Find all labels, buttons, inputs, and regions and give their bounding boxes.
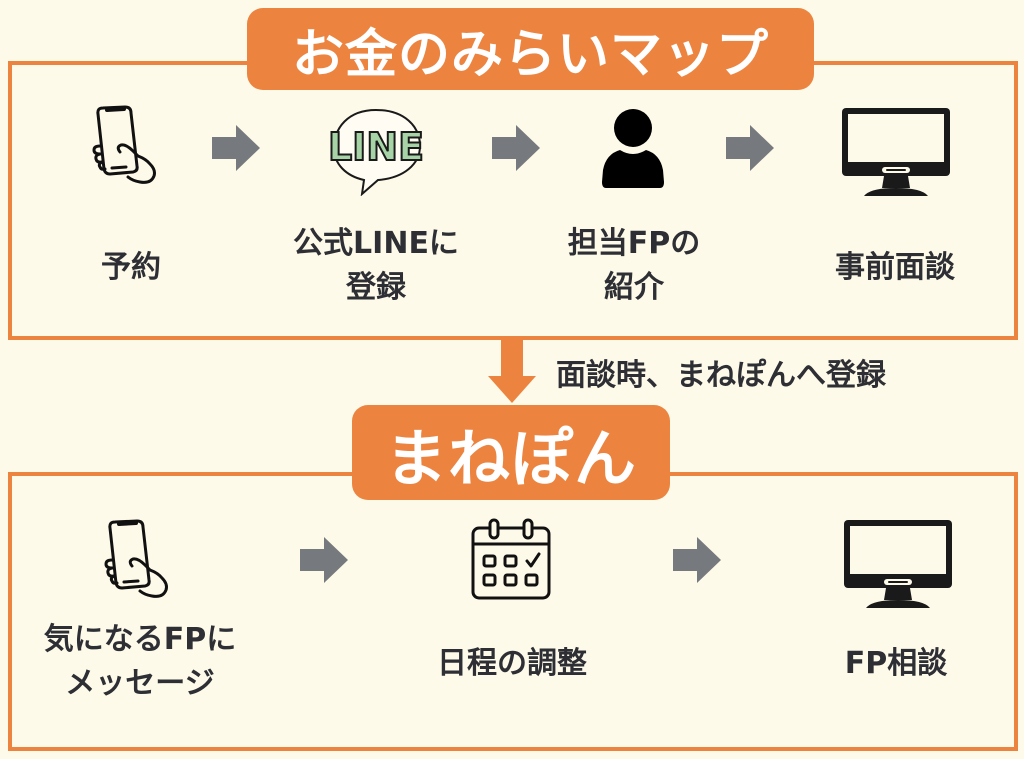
line-logo-text: LINE: [328, 125, 424, 169]
label-line: 担当FPの: [567, 226, 701, 261]
calendar-check-icon: [471, 518, 551, 600]
label-line: 事前面談: [835, 250, 955, 285]
step-label-reservation: 予約: [101, 246, 161, 290]
step-label-message-fp: 気になるFPに メッセージ: [44, 618, 236, 706]
step-label-line-registration: 公式LINEに 登録: [293, 222, 459, 310]
label-line: 紹介: [603, 270, 664, 305]
section-frame-manepon: [8, 472, 1018, 751]
label-line: 気になるFPに: [43, 622, 237, 657]
section-title-money-future-map: お金のみらいマップ: [247, 8, 814, 90]
section-title-manepon: まねぽん: [352, 405, 670, 500]
step-label-fp-introduction: 担当FPの 紹介: [568, 222, 700, 310]
arrow-right-icon: [212, 125, 260, 171]
label-line: 予約: [101, 250, 161, 285]
label-line: 公式LINEに: [293, 226, 459, 261]
desktop-monitor-icon: [844, 520, 952, 608]
step-label-schedule: 日程の調整: [437, 642, 587, 686]
desktop-monitor-icon: [842, 108, 950, 196]
person-icon: [602, 109, 664, 188]
label-line: メッセージ: [65, 666, 215, 701]
arrow-right-icon: [726, 125, 774, 171]
transition-note: 面談時、まねぽんへ登録: [556, 358, 886, 393]
hand-holding-phone-icon: [92, 105, 156, 184]
step-label-fp-consultation: FP相談: [845, 642, 947, 686]
line-app-icon: LINE: [327, 108, 425, 196]
label-line: 日程の調整: [437, 646, 587, 681]
arrow-right-icon: [300, 537, 348, 583]
section-frame-money-future-map: [8, 61, 1018, 340]
arrow-down-icon: [488, 338, 536, 403]
label-line: 登録: [345, 270, 406, 305]
step-label-pre-meeting: 事前面談: [835, 246, 955, 290]
arrow-right-icon: [673, 537, 721, 583]
arrow-right-icon: [492, 125, 540, 171]
hand-holding-phone-icon: [104, 519, 168, 598]
label-line: FP相談: [844, 646, 948, 681]
